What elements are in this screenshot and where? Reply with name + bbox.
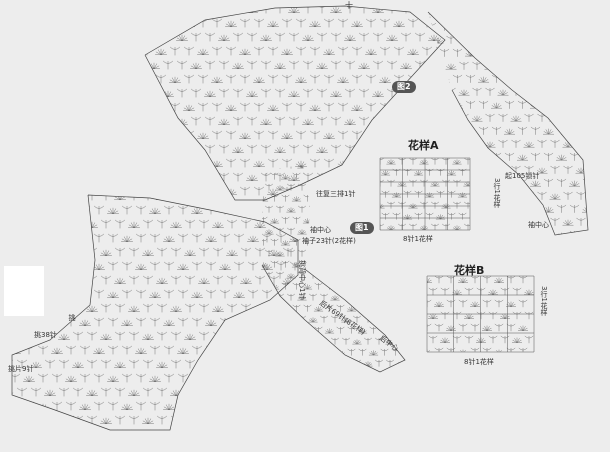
- pattern-a-bottom-label: 8针1花样: [403, 235, 433, 243]
- pattern-a-side-label: 3行1花样: [493, 178, 501, 208]
- fig-badge-mid: 图1: [350, 222, 374, 234]
- top-panel-outline: [144, 5, 446, 201]
- left-panel-outline: [11, 194, 299, 431]
- pattern-a-grid: [379, 157, 471, 231]
- pattern-b-side-label: 3行1花样: [540, 286, 548, 316]
- back-center-rows-label: 挑背中心1针: [298, 260, 306, 300]
- fig-badge-top: 图2: [392, 81, 416, 93]
- pattern-b-grid: [426, 275, 535, 353]
- back-three-rows-label: 往复三排1针: [316, 190, 356, 198]
- pattern-b-title: 花样B: [454, 264, 485, 277]
- start-chain-label: 起105锁针: [505, 172, 540, 180]
- back-band-outline: [261, 264, 406, 373]
- sleeve-rows-label: 袖子23针(2花样): [302, 237, 356, 245]
- left-edge-label: 挑: [68, 314, 76, 321]
- pattern-b-bottom-label: 8针1花样: [464, 358, 494, 366]
- left-bottom-label: 挑片9针: [8, 365, 34, 373]
- left-rows-label: 挑38针: [34, 331, 57, 339]
- top-mark: 十: [345, 1, 353, 10]
- blank-patch: [4, 266, 44, 316]
- sleeve-center-right-label: 袖中心: [528, 221, 549, 229]
- sleeve-center-left-label: 袖中心: [310, 226, 331, 234]
- pattern-a-title: 花样A: [408, 139, 439, 152]
- right-panel-outline: [427, 11, 589, 236]
